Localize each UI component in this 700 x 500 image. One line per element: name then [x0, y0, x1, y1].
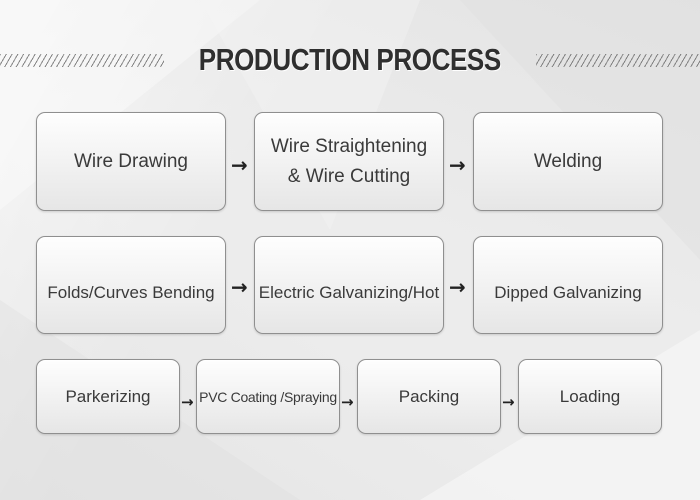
step-pvc-coating-spraying: PVC Coating /Spraying [196, 359, 340, 434]
step-label: Welding [533, 150, 603, 172]
step-label: Dipped Galvanizing [494, 283, 642, 302]
step-parkerizing: Parkerizing [36, 359, 180, 434]
step-label: Folds/Curves Bending [47, 283, 215, 302]
step-label-line-2: & Wire Cutting [287, 165, 411, 187]
step-label-line-1: Wire Straightening [270, 135, 428, 157]
title-hatch-left [0, 53, 165, 67]
step-wire-straightening-cutting: Wire Straightening & Wire Cutting [254, 112, 444, 211]
step-label: Loading [559, 386, 621, 406]
step-label: Packing [398, 386, 460, 406]
step-label: Parkerizing [65, 386, 151, 406]
step-label: Electric Galvanizing/Hot [258, 283, 440, 302]
title-hatch-right [535, 53, 700, 67]
step-label: Wire Drawing [73, 150, 189, 172]
arrow-right-icon: → [502, 393, 515, 411]
arrow-right-icon: → [231, 275, 248, 299]
step-wire-drawing: Wire Drawing [36, 112, 226, 211]
step-label: PVC Coating /Spraying [199, 388, 337, 405]
step-welding: Welding [473, 112, 663, 211]
step-dipped-galvanizing: Dipped Galvanizing [473, 236, 663, 334]
diagram-title: PRODUCTION PROCESS [198, 42, 502, 77]
arrow-right-icon: → [181, 393, 194, 411]
step-electric-galvanizing-hot: Electric Galvanizing/Hot [254, 236, 444, 334]
arrow-right-icon: → [449, 153, 466, 177]
title-bar: PRODUCTION PROCESS [0, 36, 700, 84]
arrow-right-icon: → [341, 393, 354, 411]
step-loading: Loading [518, 359, 662, 434]
step-packing: Packing [357, 359, 501, 434]
arrow-right-icon: → [449, 275, 466, 299]
step-folds-curves-bending: Folds/Curves Bending [36, 236, 226, 334]
arrow-right-icon: → [231, 153, 248, 177]
